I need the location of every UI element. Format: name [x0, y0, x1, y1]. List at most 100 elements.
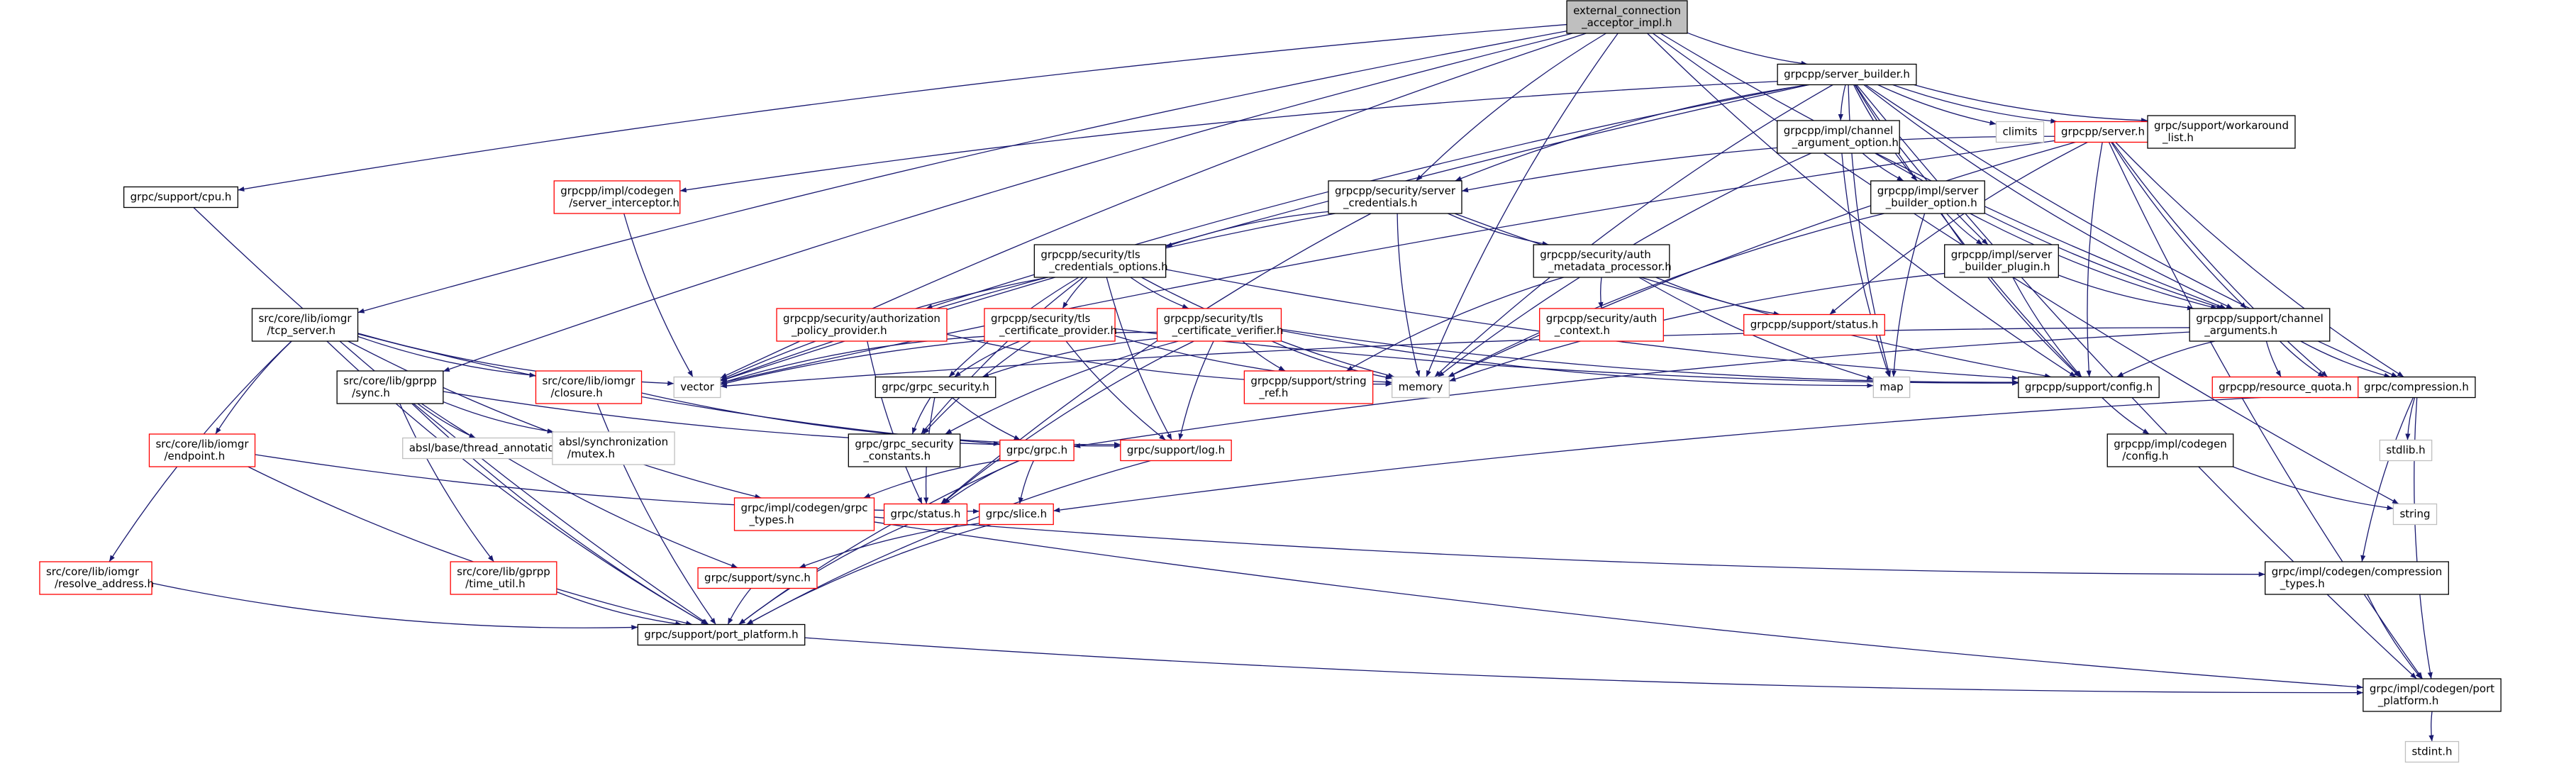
edge-server_builder-to-channel_arguments	[1863, 84, 2233, 309]
node-label: grpc/grpc.h	[1006, 444, 1067, 457]
edge-server_builder-to-server_h	[1892, 84, 2058, 124]
node-label: grpc/support/cpu.h	[131, 191, 232, 204]
node-codegen-config[interactable]: grpcpp/impl/codegen/config.h	[2106, 433, 2234, 467]
node-compression-h[interactable]: grpc/compression.h	[2357, 376, 2476, 399]
node-label: grpcpp/impl/codegen/server_interceptor.h	[560, 184, 679, 210]
node-box	[1995, 121, 2045, 143]
node-label: grpcpp/security/server_credentials.h	[1335, 184, 1456, 210]
edge-server_credentials-to-vector	[720, 213, 1336, 382]
node-tls-credentials-options[interactable]: grpcpp/security/tls_credentials_options.…	[1033, 244, 1168, 278]
node-label: src/core/lib/iomgr/tcp_server.h	[258, 312, 352, 338]
node-label: grpcpp/resource_quota.h	[2219, 381, 2352, 394]
node-box	[2018, 376, 2160, 399]
node-resource-quota[interactable]: grpcpp/resource_quota.h	[2211, 376, 2359, 399]
edge-tls_credentials_options-to-tls_certificate_verifier	[1130, 277, 1189, 309]
node-box	[883, 503, 968, 526]
node-label: grpc/compression.h	[2364, 381, 2469, 394]
node-box	[984, 308, 1116, 342]
node-box	[1033, 244, 1167, 278]
node-box	[552, 431, 675, 465]
node-label: grpcpp/server.h	[2061, 126, 2145, 138]
node-box	[697, 567, 818, 589]
edge-status_h-to-port_platform	[738, 523, 909, 626]
node-support-status[interactable]: grpcpp/support/status.h	[1743, 313, 1885, 336]
node-auth-metadata-processor[interactable]: grpcpp/security/auth_metadata_processor.…	[1533, 244, 1672, 278]
edge-root-to-support_config	[1647, 33, 2077, 378]
edge-iomgr_endpoint-to-port_platform	[248, 466, 693, 626]
node-box	[1870, 180, 1985, 214]
edge-compression_h-to-codegen_port_platform	[2414, 397, 2433, 679]
edge-server_builder_option-to-server_builder_plugin	[1946, 213, 1983, 245]
edge-tcp_server-to-iomgr_endpoint	[215, 340, 292, 435]
edge-grpc_h-to-status_h	[943, 460, 1019, 505]
node-grpc-h[interactable]: grpc/grpc.h	[999, 439, 1075, 462]
node-security-constants[interactable]: grpc/grpc_security_constants.h	[848, 433, 961, 467]
node-label: stdlib.h	[2386, 444, 2425, 457]
node-box	[1328, 180, 1462, 214]
node-iomgr-closure[interactable]: src/core/lib/iomgr/closure.h	[535, 370, 643, 404]
node-label: map	[1880, 381, 1903, 394]
node-box	[733, 497, 875, 531]
node-server-builder[interactable]: grpcpp/server_builder.h	[1777, 63, 1917, 86]
node-server-h[interactable]: grpcpp/server.h	[2054, 121, 2152, 143]
edge-server_builder_plugin-to-channel_arguments	[2058, 274, 2194, 311]
node-label: grpcpp/support/string_ref.h	[1250, 374, 1366, 400]
node-grpc-types[interactable]: grpc/impl/codegen/grpc_types.h	[733, 497, 875, 531]
node-box	[123, 186, 239, 209]
node-server-builder-option[interactable]: grpcpp/impl/server_builder_option.h	[1870, 180, 1985, 214]
node-port-platform[interactable]: grpc/support/port_platform.h	[637, 623, 806, 646]
edge-root-to-string	[1653, 33, 2399, 505]
node-grpc-security[interactable]: grpc/grpc_security.h	[875, 376, 996, 399]
node-box	[2211, 376, 2359, 399]
node-channel-arguments[interactable]: grpcpp/support/channel_arguments.h	[2189, 308, 2331, 342]
edge-tls_certificate_provider-to-support_log	[1065, 340, 1166, 441]
node-codegen-port-platform[interactable]: grpc/impl/codegen/port_platform.h	[2363, 678, 2502, 712]
nodes: external_connection_acceptor_impl.hgrpcp…	[39, 0, 2502, 763]
node-support-config[interactable]: grpcpp/support/config.h	[2018, 376, 2160, 399]
node-label: grpcpp/impl/server_builder_option.h	[1877, 184, 1979, 210]
edge-server_credentials-to-status_h	[940, 213, 1372, 504]
node-compression-types[interactable]: grpc/impl/codegen/compression_types.h	[2265, 561, 2449, 595]
node-label: grpcpp/security/tls_certificate_verifier…	[1164, 312, 1284, 338]
node-label: src/core/lib/gprpp/time_util.h	[457, 565, 550, 591]
edge-tls_certificate_verifier-to-support_log	[1178, 340, 1214, 440]
node-label: grpc/grpc_security_constants.h	[855, 438, 953, 463]
node-gprpp-sync[interactable]: src/core/lib/gprpp/sync.h	[336, 370, 444, 404]
node-resolve-address[interactable]: src/core/lib/iomgr/resolve_address.h	[39, 561, 154, 595]
node-support-sync[interactable]: grpc/support/sync.h	[697, 567, 818, 589]
edge-server_builder-to-server_builder_plugin	[1855, 84, 1989, 245]
node-tcp-server[interactable]: src/core/lib/iomgr/tcp_server.h	[251, 308, 359, 342]
node-authorization-policy-provider[interactable]: grpcpp/security/authorization_policy_pro…	[776, 308, 948, 342]
node-time-util[interactable]: src/core/lib/gprpp/time_util.h	[450, 561, 557, 595]
node-workaround-list[interactable]: grpc/support/workaround_list.h	[2147, 115, 2296, 149]
node-support-log[interactable]: grpc/support/log.h	[1120, 439, 1232, 462]
node-auth-context[interactable]: grpcpp/security/auth_context.h	[1539, 308, 1664, 342]
node-channel-argument-option[interactable]: grpcpp/impl/channel_argument_option.h	[1777, 120, 1900, 154]
edge-channel_argument_option-to-map	[1841, 152, 1890, 377]
edge-server_h-to-list	[2111, 142, 2328, 377]
node-tls-certificate-provider[interactable]: grpcpp/security/tls_certificate_provider…	[984, 308, 1117, 342]
node-box	[553, 180, 681, 214]
edge-cpu-to-port_platform	[193, 207, 709, 626]
node-root: external_connection_acceptor_impl.h	[1566, 0, 1688, 34]
node-status-h[interactable]: grpc/status.h	[883, 503, 968, 526]
node-box	[875, 376, 996, 399]
node-iomgr-endpoint[interactable]: src/core/lib/iomgr/endpoint.h	[148, 433, 256, 467]
node-server-credentials[interactable]: grpcpp/security/server_credentials.h	[1328, 180, 1462, 214]
node-box	[1566, 0, 1688, 34]
edge-server_credentials-to-memory	[1397, 213, 1421, 377]
node-slice-h[interactable]: grpc/slice.h	[979, 503, 1054, 526]
node-server-interceptor[interactable]: grpcpp/impl/codegen/server_interceptor.h	[553, 180, 681, 214]
edge-root-to-gprpp_sync	[443, 33, 1573, 372]
edge-gprpp_sync-to-support_sync	[421, 403, 738, 569]
node-server-builder-plugin[interactable]: grpcpp/impl/server_builder_plugin.h	[1944, 244, 2059, 278]
node-tls-certificate-verifier[interactable]: grpcpp/security/tls_certificate_verifier…	[1156, 308, 1284, 342]
edge-support_log-to-port_platform	[746, 460, 1151, 626]
node-label: string	[2399, 508, 2430, 521]
node-string-ref[interactable]: grpcpp/support/string_ref.h	[1243, 370, 1374, 404]
edge-support_sync-to-port_platform	[727, 588, 752, 625]
node-cpu[interactable]: grpc/support/cpu.h	[123, 186, 239, 209]
node-stdlib: stdlib.h	[2379, 439, 2433, 462]
node-label: grpcpp/impl/server_builder_plugin.h	[1951, 248, 2053, 274]
node-label: grpc/grpc_security.h	[882, 381, 989, 394]
